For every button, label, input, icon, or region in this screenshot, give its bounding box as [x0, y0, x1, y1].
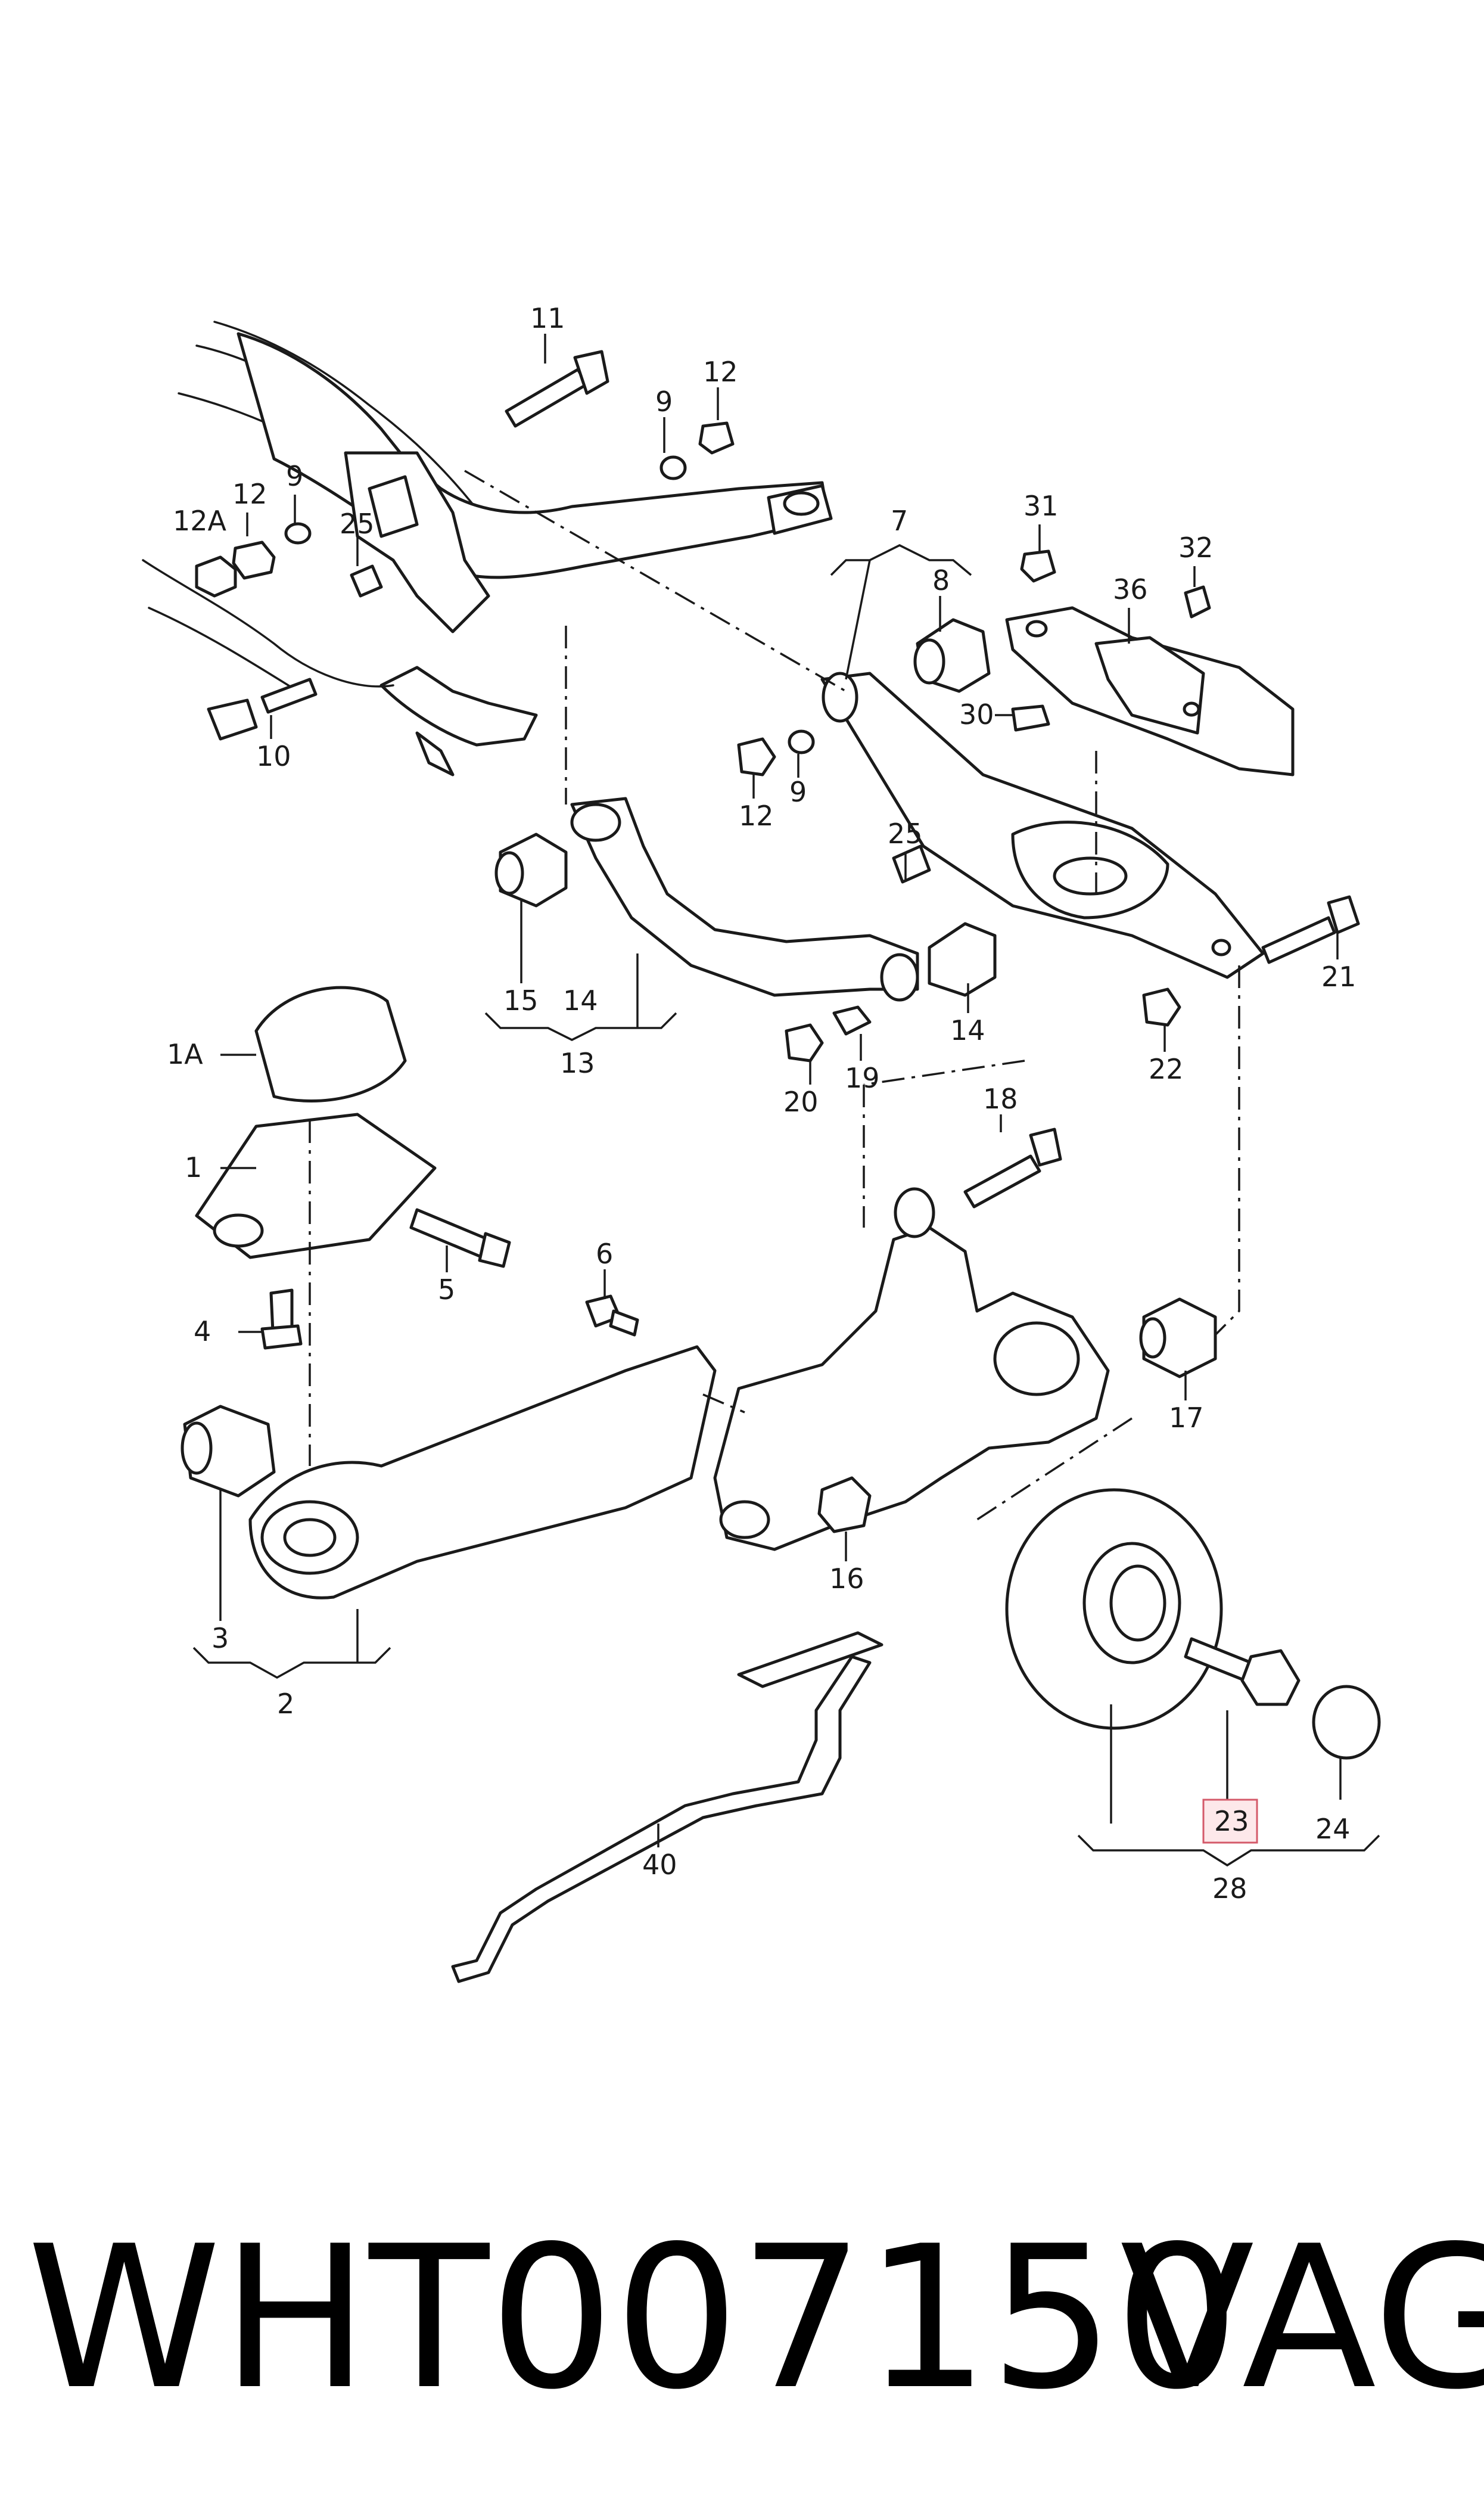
bushing-17	[1142, 1297, 1217, 1378]
callout-10: 10	[256, 740, 291, 772]
bolt-4-head	[260, 1324, 303, 1350]
assembly-lines	[309, 470, 1240, 1521]
callout-28: 28	[1212, 1872, 1247, 1905]
callout-12: 12	[232, 478, 267, 510]
callout-21: 21	[1321, 961, 1357, 993]
sleeve-25-mid	[892, 844, 931, 884]
callout-1A: 1A	[167, 1038, 203, 1070]
bolt-18-head	[1029, 1128, 1062, 1167]
clip-32	[1184, 585, 1211, 619]
bolt-10	[207, 678, 318, 741]
bolt-6-shank	[609, 1309, 639, 1337]
callout-1: 1	[185, 1151, 202, 1184]
bolt-18	[963, 1154, 1041, 1209]
wheel-bearing-housing	[713, 1187, 1110, 1551]
callout-15: 15	[503, 984, 539, 1017]
callout-16: 16	[829, 1563, 864, 1595]
suspension-exploded-diagram: 11 9 12 12A 12 9 25 10 7 8 31 32 36 30 9…	[142, 302, 1381, 1983]
wheel-hub-28	[1005, 1488, 1223, 1730]
bolt-11	[505, 350, 609, 428]
callout-9: 9	[655, 386, 673, 418]
washer-9-mid	[788, 729, 815, 754]
callout-6: 6	[596, 1238, 613, 1270]
callout-8: 8	[932, 564, 950, 597]
part-number: WHT007150	[27, 2204, 1240, 2433]
brand-name: VAG	[1120, 2204, 1484, 2433]
bolt-21	[1261, 916, 1336, 964]
washer-9-left	[284, 522, 312, 545]
callout-40: 40	[642, 1849, 677, 1881]
callout-14: 14	[950, 1014, 985, 1046]
leader-lines	[192, 334, 1380, 1867]
callout-32: 32	[1178, 532, 1214, 564]
nut-31	[1020, 549, 1056, 583]
callout-4: 4	[194, 1315, 211, 1347]
callout-31: 31	[1023, 490, 1059, 522]
washer-19	[832, 1005, 872, 1036]
nut-12-top	[698, 421, 735, 455]
callout-12: 12	[739, 800, 774, 832]
callout-30: 30	[959, 698, 994, 731]
stop-1A	[254, 986, 407, 1102]
callout-25: 25	[340, 508, 375, 540]
rear-subframe	[142, 321, 833, 776]
bolt-30	[1011, 704, 1050, 732]
callout-11: 11	[530, 302, 565, 334]
callout-36: 36	[1113, 573, 1148, 605]
nut-22	[1142, 987, 1181, 1027]
bushing-14	[928, 922, 997, 997]
callout-24: 24	[1315, 1813, 1351, 1845]
callout-12A: 12A	[173, 505, 227, 537]
footer: WHT007150 VAG	[0, 2193, 1484, 2443]
nut-20	[785, 1023, 824, 1063]
callout-3: 3	[211, 1622, 229, 1654]
callout-20: 20	[783, 1086, 819, 1118]
control-arm-13	[570, 797, 919, 1002]
bracket-40	[451, 1631, 883, 1983]
bolt-23	[1184, 1637, 1301, 1706]
callout-17: 17	[1169, 1402, 1204, 1434]
dust-cap-24	[1312, 1685, 1381, 1760]
spring-link-7	[820, 672, 1265, 979]
callout-18: 18	[983, 1083, 1018, 1115]
callout-14: 14	[563, 984, 598, 1017]
nut-12-mid	[737, 737, 776, 776]
callout-23: 23	[1214, 1805, 1249, 1837]
callout-7: 7	[891, 505, 908, 537]
callout-9: 9	[789, 776, 807, 808]
bushing-16	[817, 1476, 872, 1533]
callout-2: 2	[277, 1688, 294, 1720]
callout-5: 5	[438, 1274, 455, 1306]
sleeve-25-left	[350, 564, 383, 598]
bracket-36	[1005, 606, 1295, 776]
nut-12-left	[232, 541, 276, 580]
callout-22: 22	[1149, 1053, 1184, 1085]
callout-25: 25	[888, 818, 923, 850]
bolt-21-head	[1327, 895, 1360, 934]
trailing-arm-2	[248, 1345, 717, 1599]
callout-13: 13	[560, 1047, 595, 1079]
callout-labels: 11 9 12 12A 12 9 25 10 7 8 31 32 36 30 9…	[167, 302, 1357, 1905]
callout-12: 12	[703, 356, 738, 388]
callout-9: 9	[286, 460, 303, 492]
bushing-12A	[195, 555, 237, 598]
bolt-5	[409, 1208, 490, 1259]
callout-19: 19	[845, 1062, 880, 1094]
bolt-5-head	[478, 1232, 511, 1268]
callout-23-highlight	[1202, 1799, 1258, 1844]
washer-9-top	[659, 455, 687, 480]
